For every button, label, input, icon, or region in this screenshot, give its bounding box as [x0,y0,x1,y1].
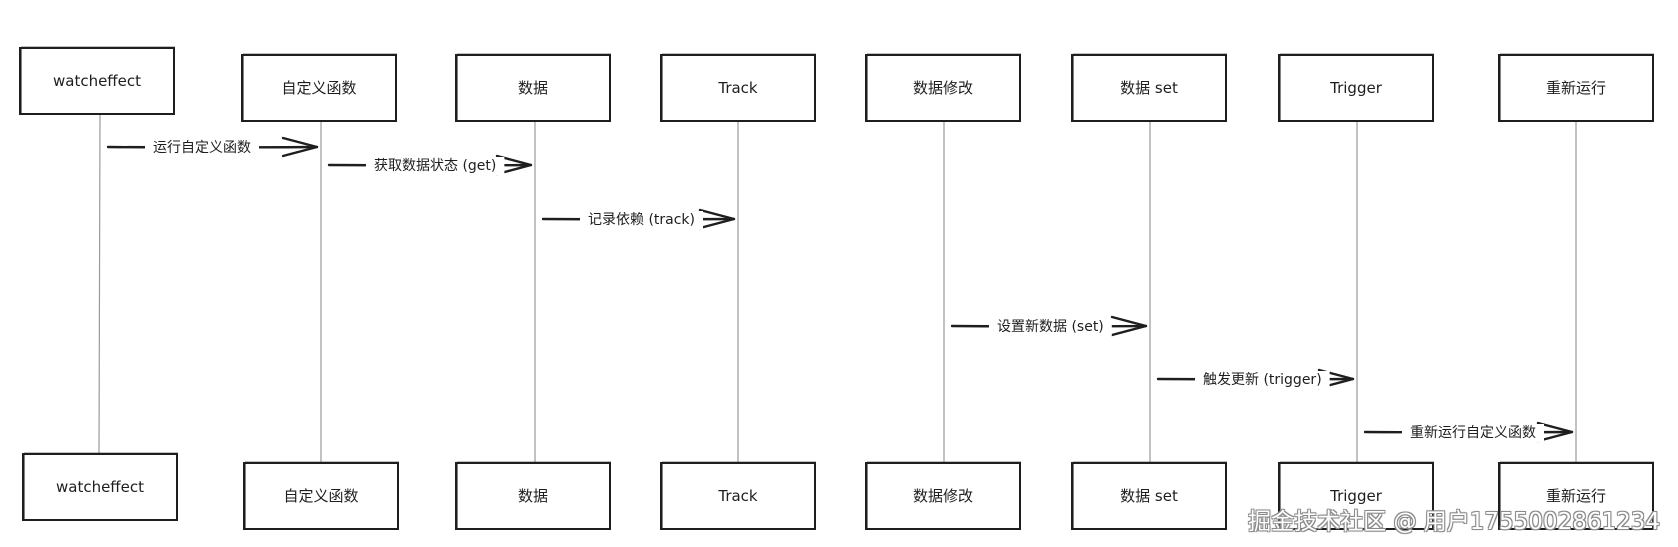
participant-label: 数据 [518,487,548,505]
message-label: 运行自定义函数 [153,140,251,156]
participant-label: Track [717,487,758,505]
participant-label: 数据 set [1120,79,1178,97]
participant-box-sketch-stroke [457,53,611,122]
participant-box-sketch-stroke [245,461,399,530]
lifelines [98,113,1577,463]
participant-box-top-data-modify: 数据修改 [865,53,1021,122]
participant-label: watcheffect [53,72,141,90]
message-arrow-2: 获取数据状态 (get) [327,154,533,176]
participant-label: 自定义函数 [281,79,356,97]
participant-box-sketch-stroke [662,53,816,122]
participant-box-frame [1071,54,1227,122]
participant-box-sketch-stroke [243,53,397,122]
participant-box-top-trigger: Trigger [1278,53,1434,122]
message-label-background [366,157,505,175]
participant-box-frame [455,54,611,122]
participant-box-top-data: 数据 [455,53,611,122]
message-arrow-6: 重新运行自定义函数 [1363,421,1574,443]
participant-box-sketch-stroke [1500,461,1654,530]
participant-label: Trigger [1329,487,1383,505]
arrow-head-icon [1317,368,1355,390]
message-arrow-5: 触发更新 (trigger) [1156,368,1355,390]
participant-box-sketch-stroke [662,461,816,530]
participant-box-sketch-stroke [457,461,611,530]
participant-box-bottom-custom-fn: 自定义函数 [243,461,399,530]
arrow-head-icon [495,154,533,176]
lifeline-watcheffect [98,113,101,455]
participant-box-sketch-stroke [1280,461,1434,530]
message-label: 记录依赖 (track) [588,212,695,228]
message-label-background [145,139,259,157]
participant-label: 数据修改 [913,487,973,505]
participant-box-sketch-stroke [867,53,1021,122]
message-label-background [580,211,704,229]
participant-box-bottom-data-modify: 数据修改 [865,461,1021,530]
participant-box-frame [660,462,816,530]
participant-box-bottom-watcheffect: watcheffect [22,452,178,521]
participant-box-bottom-rerun: 重新运行 [1498,461,1654,530]
participant-box-sketch-stroke [1073,53,1227,122]
participant-box-sketch-stroke [1500,53,1654,122]
participant-label: 重新运行 [1546,79,1606,97]
participant-label: 自定义函数 [283,487,358,505]
participant-box-frame [660,54,816,122]
message-label-background [1195,371,1330,389]
participant-label: 数据修改 [913,79,973,97]
participant-box-top-watcheffect: watcheffect [19,46,175,115]
participant-box-sketch-stroke [1280,53,1434,122]
participant-box-top-track: Track [660,53,816,122]
participant-box-top-data-set: 数据 set [1071,53,1227,122]
participant-label: 重新运行 [1546,487,1606,505]
participant-box-bottom-track: Track [660,461,816,530]
message-label: 设置新数据 (set) [997,319,1104,335]
participant-box-bottom-trigger: Trigger [1278,461,1434,530]
participant-label: 数据 set [1120,487,1178,505]
participant-box-sketch-stroke [21,46,175,115]
message-label: 获取数据状态 (get) [374,158,496,174]
participant-boxes: watcheffectwatcheffect自定义函数自定义函数数据数据Trac… [19,46,1654,530]
message-label: 触发更新 (trigger) [1203,372,1322,388]
message-arrow-1: 运行自定义函数 [106,136,319,158]
participant-box-top-rerun: 重新运行 [1498,53,1654,122]
participant-box-sketch-stroke [867,461,1021,530]
message-arrow-3: 记录依赖 (track) [541,208,736,230]
participant-box-frame [865,54,1021,122]
participant-box-bottom-data: 数据 [455,461,611,530]
watermark-text: 掘金技术社区 @ 用户1755002861234 [1248,509,1660,535]
participant-label: Trigger [1329,79,1383,97]
participant-box-frame [1278,462,1434,530]
arrow-head-icon [1110,315,1148,337]
arrow-head-icon [1536,421,1574,443]
arrow-head-icon [698,208,736,230]
participant-box-bottom-data-set: 数据 set [1071,461,1227,530]
participant-label: watcheffect [56,478,144,496]
participant-box-top-custom-fn: 自定义函数 [241,53,397,122]
message-label: 重新运行自定义函数 [1410,425,1536,441]
message-label-background [1402,424,1544,442]
participant-box-frame [455,462,611,530]
participant-label: Track [717,79,758,97]
message-arrow-4: 设置新数据 (set) [950,315,1148,337]
participant-box-sketch-stroke [1073,461,1227,530]
message-label-background [989,318,1112,336]
participant-box-sketch-stroke [24,452,178,521]
arrow-head-icon [281,136,319,158]
participant-label: 数据 [518,79,548,97]
